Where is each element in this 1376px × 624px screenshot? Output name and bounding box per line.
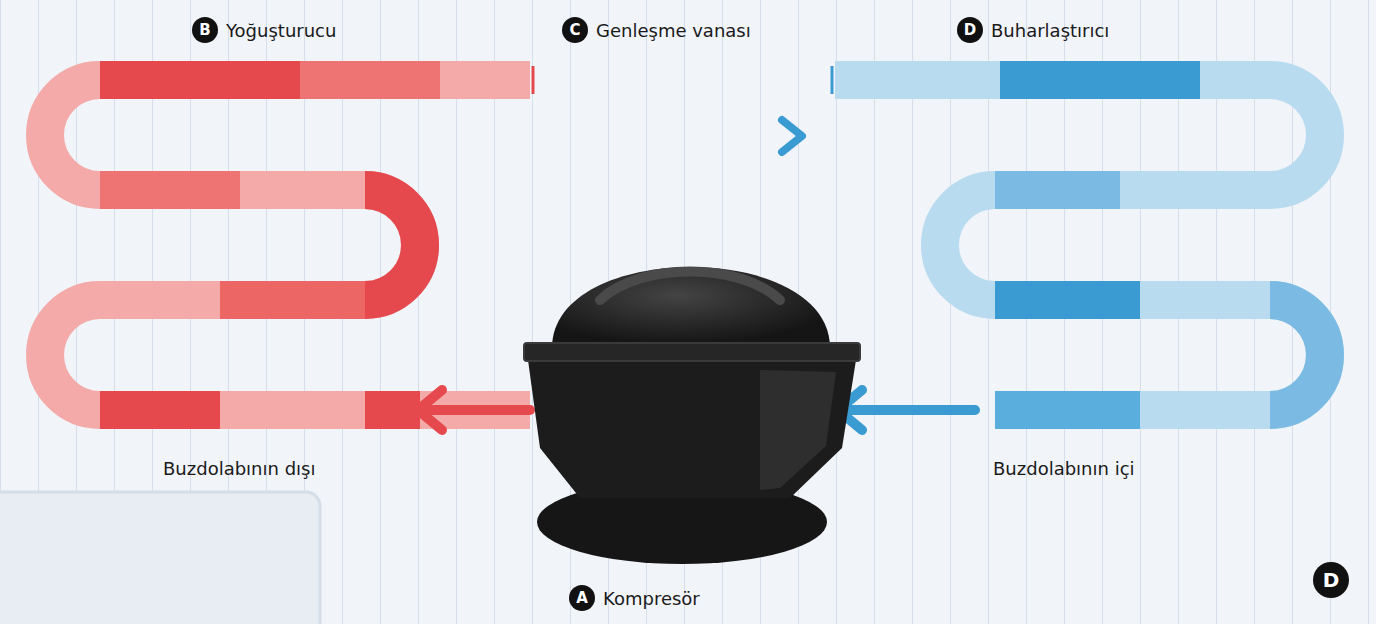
component-badge: C Genleşme vanası	[562, 17, 751, 43]
paper-card	[0, 492, 320, 624]
condenser-coil	[45, 80, 530, 410]
part-name: Genleşme vanası	[596, 20, 751, 41]
callout-letter: D	[1313, 562, 1349, 598]
component-badge: A Kompresör	[569, 585, 700, 611]
callout-letter: D	[957, 17, 983, 43]
callout-letter: A	[569, 585, 595, 611]
expansion-valve	[533, 66, 832, 94]
part-name: Buharlaştırıcı	[991, 20, 1109, 41]
part-name: Kompresör	[603, 588, 700, 609]
callout-letter: C	[562, 17, 588, 43]
component-badge: D	[1313, 562, 1349, 598]
region-label: Buzdolabının dışı	[163, 458, 315, 479]
component-badge: D Buharlaştırıcı	[957, 17, 1109, 43]
component-badge: B Yoğuşturucu	[192, 17, 336, 43]
compressor	[524, 267, 860, 564]
part-name: Yoğuşturucu	[226, 20, 336, 41]
evaporator-coil	[835, 80, 1325, 410]
region-label: Buzdolabının içi	[993, 458, 1135, 479]
callout-letter: B	[192, 17, 218, 43]
